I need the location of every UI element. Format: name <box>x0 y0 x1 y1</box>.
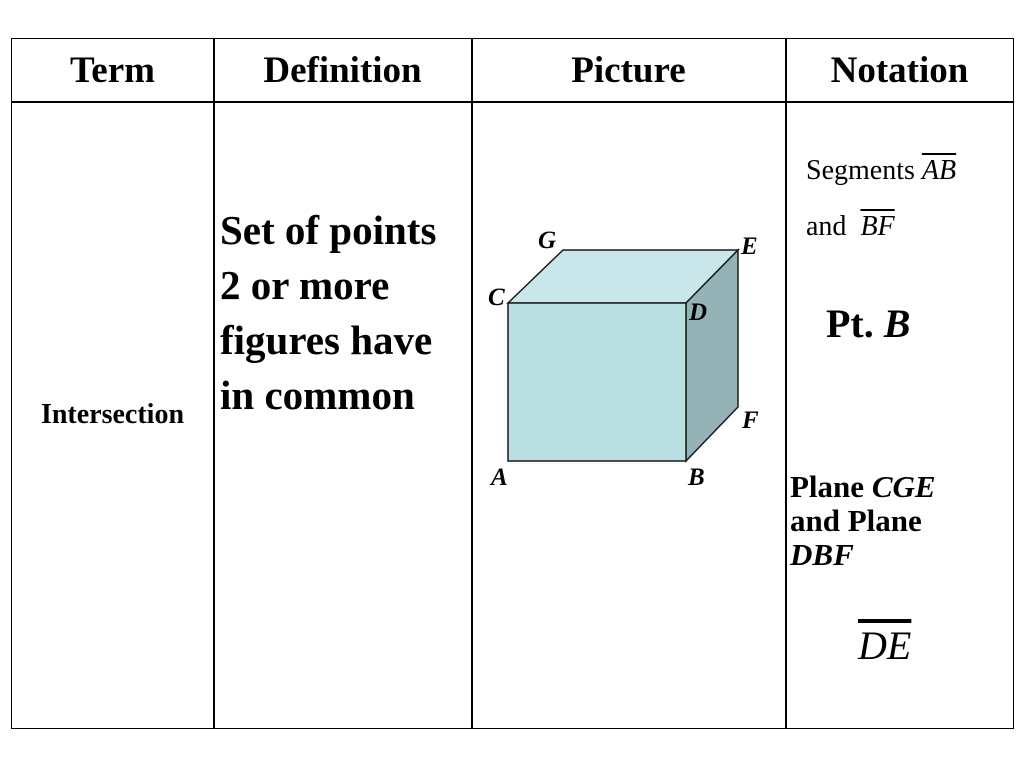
definition-text: Set of points 2 or more figures have in … <box>220 207 437 418</box>
vertex-label-e: E <box>740 233 758 260</box>
segments-line: Segments AB <box>806 155 956 187</box>
header-picture: Picture <box>571 50 686 91</box>
segment-bf: BF <box>860 211 895 242</box>
vertex-label-a: A <box>489 464 508 491</box>
line-de-label: DE <box>858 623 912 668</box>
header-definition: Definition <box>263 50 422 91</box>
vertex-label-g: G <box>538 227 556 254</box>
column-divider <box>785 39 787 728</box>
segments-word: Segments <box>806 155 915 186</box>
plane-word: Plane <box>790 469 865 504</box>
column-divider <box>213 39 215 728</box>
vertex-label-c: C <box>488 284 505 311</box>
plane-notation: Plane CGE and Plane DBF <box>790 470 990 572</box>
cube-front-face <box>507 302 687 462</box>
header-divider <box>12 101 1013 103</box>
plane-cge: CGE <box>871 469 936 504</box>
point-label: B <box>883 301 911 346</box>
notation-table: Term Definition Picture Notation Interse… <box>11 38 1014 729</box>
and-segment-line: and BF <box>806 211 895 243</box>
vertex-label-f: F <box>741 407 759 434</box>
line-de: DE <box>858 622 911 669</box>
segment-ab: AB <box>921 155 957 186</box>
vertex-label-d: D <box>688 299 707 326</box>
header-term: Term <box>70 50 155 91</box>
plane-dbf: DBF <box>790 537 854 572</box>
point-notation: Pt. B <box>826 300 910 347</box>
term-cell: Intersection <box>40 399 185 430</box>
and-word: and <box>806 211 847 242</box>
cube-diagram: G E C D F A B <box>488 227 759 491</box>
column-divider <box>471 39 473 728</box>
header-notation: Notation <box>830 50 969 91</box>
and-plane-word: and Plane <box>790 503 922 538</box>
picture-cell: G E C D F A B <box>460 64 773 690</box>
point-word: Pt. <box>826 301 874 346</box>
vertex-label-b: B <box>687 464 705 491</box>
